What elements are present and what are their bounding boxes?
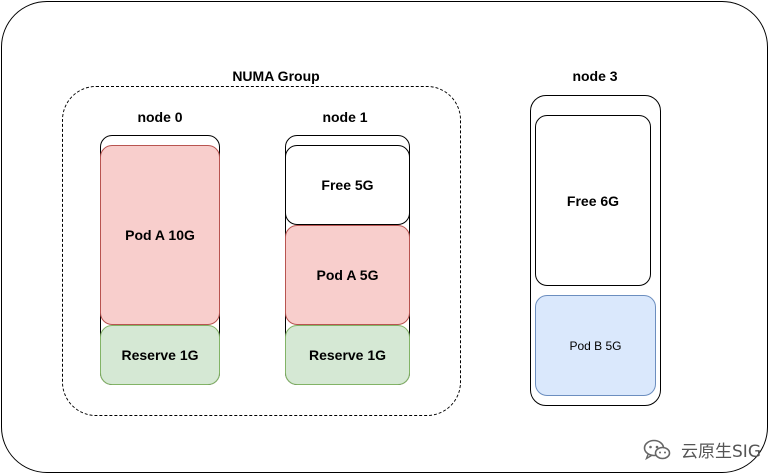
node-3-free-label: Free 6G — [566, 192, 620, 209]
wechat-icon — [643, 439, 671, 460]
node-0-pod-a-block: Pod A 10G — [100, 145, 220, 325]
node-0-reserve-label: Reserve 1G — [121, 347, 199, 363]
node-1-free-block: Free 5G — [285, 145, 410, 225]
node-3-pod-b-label: Pod B 5G — [569, 338, 622, 353]
numa-group-box — [62, 86, 461, 416]
node-3-title: node 3 — [572, 68, 618, 84]
node-1-free-label: Free 5G — [321, 177, 374, 193]
node-1-title: node 1 — [322, 109, 368, 125]
node-0-pod-a-label: Pod A 10G — [125, 227, 195, 243]
node-1-reserve-label: Reserve 1G — [308, 347, 387, 363]
watermark-text: 云原生SIG — [681, 442, 761, 462]
node-1-reserve-block: Reserve 1G — [285, 325, 410, 385]
node-1-pod-a-block: Pod A 5G — [285, 225, 410, 325]
node-3-pod-b-block: Pod B 5G — [535, 295, 656, 396]
node-0-title: node 0 — [137, 109, 183, 125]
node-3-free-block: Free 6G — [535, 115, 651, 286]
node-0-reserve-block: Reserve 1G — [100, 325, 220, 385]
watermark: 云原生SIG — [643, 437, 761, 462]
node-1-pod-a-label: Pod A 5G — [316, 267, 379, 283]
numa-group-title: NUMA Group — [232, 68, 320, 84]
